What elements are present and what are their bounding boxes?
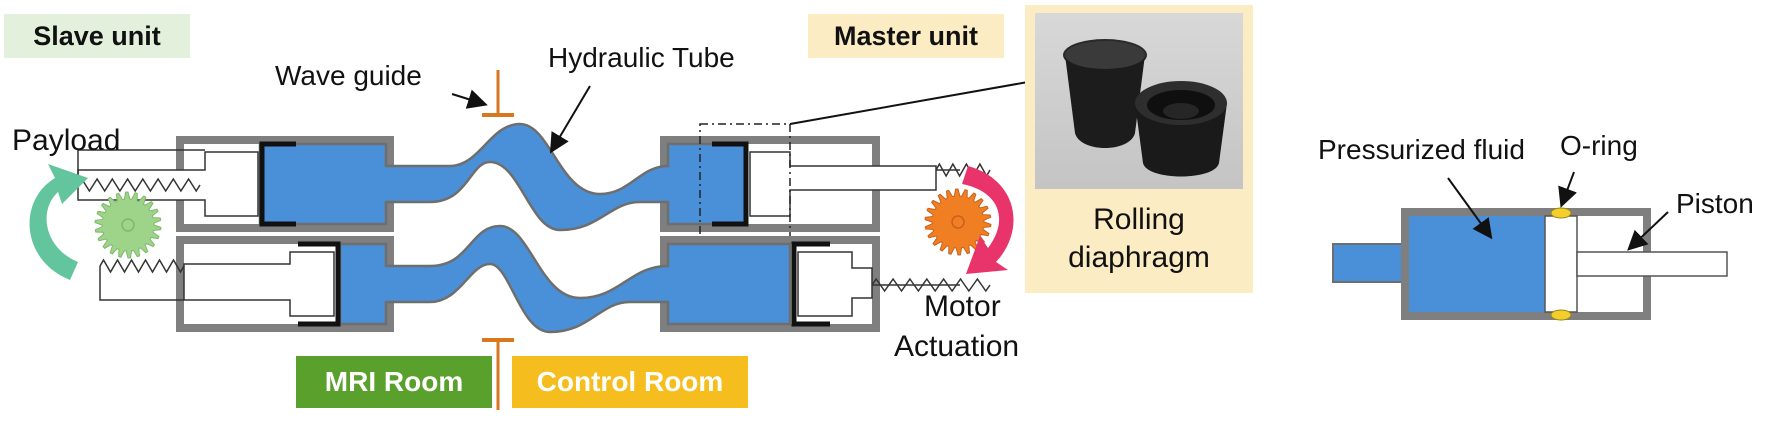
- racks: [77, 162, 991, 293]
- upper-master-diaphragm: [712, 141, 749, 227]
- lower-slave-diaphragm: [298, 241, 341, 327]
- motor-actuation-label-line2: Actuation: [894, 330, 1020, 363]
- lower-slave-piston: [183, 251, 335, 317]
- detail-piston-rod: [1576, 251, 1728, 277]
- cylinder-detail: [1332, 171, 1728, 321]
- detail-inlet-fluid: [1332, 243, 1406, 283]
- rack-links: [77, 149, 960, 301]
- payload-label: Payload: [12, 124, 121, 157]
- pressurized-fluid-pointer: [1447, 177, 1493, 240]
- rolling-diaphragm-label-line2: diaphragm: [1068, 241, 1210, 274]
- wave-guide-label: Wave guide: [275, 60, 422, 91]
- lower-master-diaphragm: [791, 241, 830, 327]
- upper-hydraulic-line: [77, 122, 937, 243]
- master-gear: [924, 188, 992, 256]
- master-lower-rack: [871, 277, 991, 293]
- wave-guide-pointer: [451, 89, 488, 109]
- rolling-diaphragm-image: [1063, 39, 1227, 177]
- o-ring-label: O-ring: [1560, 130, 1638, 161]
- detail-chamber-fluid: [1409, 216, 1545, 312]
- pressurized-fluid-label: Pressurized fluid: [1318, 134, 1525, 165]
- piston-pointer: [1627, 211, 1669, 251]
- motor-actuation-label-line1: Motor: [924, 290, 1001, 323]
- lower-fluid: [338, 224, 792, 334]
- o-ring-bottom: [1550, 309, 1572, 321]
- upper-master-piston: [749, 151, 937, 217]
- photo-callout-line: [789, 81, 1029, 125]
- master-unit-tag: Master unit: [808, 14, 1004, 58]
- master-rotation-arrow: [962, 166, 1014, 274]
- control-room-tag: Control Room: [512, 356, 748, 408]
- master-gear-body: [924, 188, 992, 256]
- detail-piston-head: [1544, 215, 1578, 313]
- rolling-diaphragm-label-line1: Rolling: [1093, 203, 1185, 236]
- slave-rotation-arrow: [29, 164, 88, 280]
- wave-guide-top: [482, 70, 514, 117]
- slave-gear: [94, 191, 162, 259]
- o-ring-pointer: [1558, 171, 1577, 208]
- slave-upper-rack: [77, 177, 201, 193]
- lower-hydraulic-line: [176, 224, 880, 334]
- piston-label: Piston: [1676, 188, 1754, 219]
- mri-room-tag: MRI Room: [296, 356, 492, 408]
- master-upper-rack: [935, 162, 991, 178]
- lower-master-piston: [797, 251, 873, 317]
- o-ring-top: [1550, 207, 1572, 219]
- wave-guide-bottom: [482, 338, 514, 410]
- hydraulic-tube-pointer: [549, 85, 591, 154]
- rolling-diaphragm-panel: Rolling diaphragm: [1025, 5, 1253, 293]
- upper-slave-diaphragm: [259, 141, 296, 227]
- slave-unit-tag: Slave unit: [4, 14, 190, 58]
- slave-lower-rack: [99, 258, 185, 274]
- rolling-diaphragm-photo: [1035, 13, 1243, 189]
- slave-gear-body: [94, 191, 162, 259]
- hydraulic-tube-label: Hydraulic Tube: [548, 42, 735, 73]
